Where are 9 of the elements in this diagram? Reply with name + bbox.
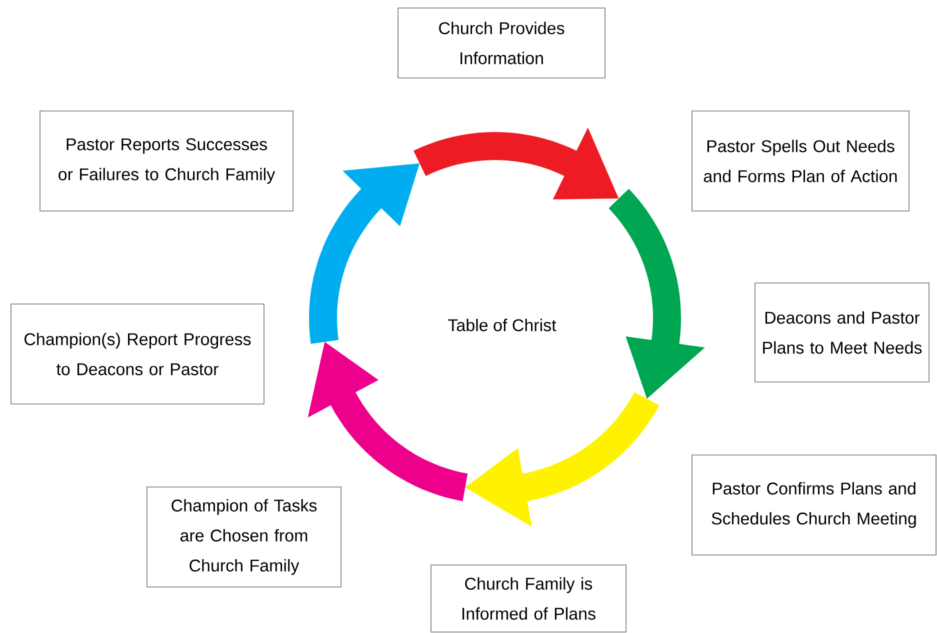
- text-box: Church Family is Informed of Plans: [430, 564, 626, 632]
- text-box: Deacons and Pastor Plans to Meet Needs: [754, 282, 930, 382]
- center-label: Table of Christ: [448, 318, 556, 332]
- text-box: Pastor Spells Out Needs and Forms Plan of Action: [692, 110, 910, 212]
- text-box: Champion(s) Report Progress to Deacons or Pastor: [10, 304, 264, 404]
- text-box: Champion of Tasks are Chosen from Church Family: [146, 486, 342, 588]
- text-box: Pastor Confirms Plans and Schedules Church Meeting: [692, 454, 936, 556]
- text-box: Church Provides Information: [398, 8, 606, 78]
- text-box: Pastor Reports Successes or Failures to Church Family: [40, 110, 294, 212]
